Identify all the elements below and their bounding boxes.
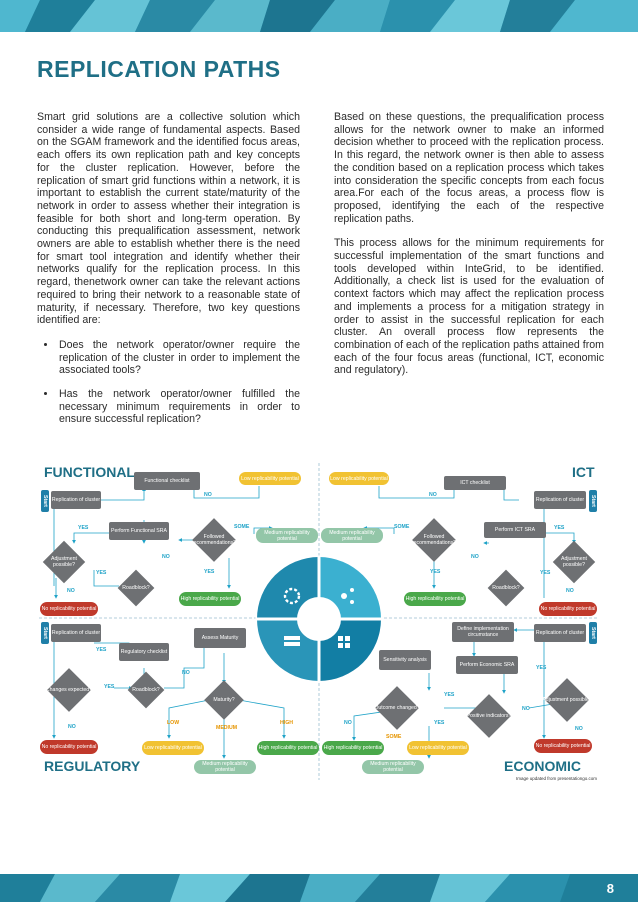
economic-positive-decision: Positive indicators? xyxy=(464,694,514,738)
regulatory-low-potential: Low replicability potential xyxy=(142,741,204,755)
connector-label: YES xyxy=(554,525,565,531)
functional-medium-potential: Medium replicability potential xyxy=(256,528,318,543)
right-column: Based on these questions, the prequalifi… xyxy=(334,111,604,389)
ict-replication-box: Replication of cluster xyxy=(534,491,586,509)
regulatory-medium-potential: Medium replicability potential xyxy=(194,760,256,774)
economic-no-potential: No replicability potential xyxy=(534,739,592,753)
economic-perform-box: Perform Economic SRA xyxy=(456,656,518,674)
ict-followed-decision: Followed recommendations? xyxy=(409,518,459,562)
functional-high-potential: High replicability potential xyxy=(179,592,241,606)
connector-label: YES xyxy=(536,665,547,671)
functional-low-potential: Low replicability potential xyxy=(239,472,301,485)
ict-low-potential: Low replicability potential xyxy=(329,472,389,485)
regulatory-start: Start xyxy=(41,622,49,644)
footer-band: 8 xyxy=(0,874,638,902)
diagram-canvas xyxy=(39,463,599,780)
regulatory-maturity-decision: Maturity? xyxy=(202,680,246,720)
functional-perform-box: Perform Functional SRA xyxy=(109,522,169,540)
functional-title: FUNCTIONAL xyxy=(44,464,135,480)
ict-adjustment-decision: Adjustment possible? xyxy=(552,540,596,584)
economic-define-box: Define implementation circumstance xyxy=(452,622,514,642)
functional-followed-decision: Followed recommendations? xyxy=(189,518,239,562)
connector-label: SOME xyxy=(386,734,402,740)
functional-replication-box: Replication of cluster xyxy=(51,491,101,509)
economic-start: Start xyxy=(589,622,597,644)
connector-label: NO xyxy=(67,588,75,594)
image-credit: Image updated from presentationgo.com xyxy=(516,776,598,781)
list-item: Does the network operator/owner require … xyxy=(57,339,300,377)
economic-low-potential: Low replicability potential xyxy=(407,741,469,755)
economic-high-potential: High replicability potential xyxy=(322,741,384,755)
connector-label: NO xyxy=(204,492,212,498)
header-band xyxy=(0,0,638,32)
regulatory-checklist-box: Regulatory checklist xyxy=(119,643,169,661)
connector-label: YES xyxy=(434,720,445,726)
connector-label: HIGH xyxy=(280,720,293,726)
connector-label: NO xyxy=(182,670,190,676)
functional-start: Start xyxy=(41,490,49,512)
regulatory-roadblock-decision: Roadblock? xyxy=(124,670,168,710)
regulatory-no-potential: No replicability potential xyxy=(40,740,98,754)
connector-label: NO xyxy=(522,706,530,712)
economic-medium-potential: Medium replicability potential xyxy=(362,760,424,774)
regulatory-changes-decision: Changes expected? xyxy=(44,668,94,712)
process-paragraph: This process allows for the minimum requ… xyxy=(334,237,604,377)
ict-title: ICT xyxy=(572,464,595,480)
connector-label: NO xyxy=(162,554,170,560)
ict-perform-box: Perform ICT SRA xyxy=(484,522,546,538)
page-number: 8 xyxy=(606,881,614,896)
regulatory-assess-box: Assess Maturity xyxy=(194,628,246,648)
regulatory-replication-box: Replication of cluster xyxy=(51,624,101,642)
economic-outcome-decision: Outcome changed? xyxy=(372,686,422,730)
functional-no-potential: No replicability potential xyxy=(40,602,98,616)
economic-replication-box: Replication of cluster xyxy=(534,624,586,642)
functional-checklist-box: Functional checklist xyxy=(134,472,200,490)
connector-label: NO xyxy=(471,554,479,560)
economic-adjustment-decision: Adjustment possible? xyxy=(542,678,592,722)
connector-label: YES xyxy=(540,570,551,576)
connector-label: YES xyxy=(96,570,107,576)
economic-title: ECONOMIC xyxy=(504,758,581,774)
left-column: Smart grid solutions are a collective so… xyxy=(37,111,300,437)
ict-high-potential: High replicability potential xyxy=(404,592,466,606)
economic-sensitivity-box: Sensitivity analysis xyxy=(379,650,431,670)
connector-label: LOW xyxy=(167,720,180,726)
regulatory-title: REGULATORY xyxy=(44,758,141,774)
list-item: Has the network operator/owner fulfilled… xyxy=(57,388,300,426)
connector-label: YES xyxy=(78,525,89,531)
connector-label: YES xyxy=(96,647,107,653)
ict-medium-potential: Medium replicability potential xyxy=(321,528,383,543)
functional-adjustment-decision: Adjustment possible? xyxy=(42,540,86,584)
connector-label: SOME xyxy=(394,524,410,530)
page-title: REPLICATION PATHS xyxy=(37,56,281,82)
connector-label: YES xyxy=(444,692,455,698)
ict-start: Start xyxy=(589,490,597,512)
replication-paths-diagram: FUNCTIONAL ICT REGULATORY ECONOMIC Start… xyxy=(34,458,604,788)
connector-label: SOME xyxy=(234,524,250,530)
functional-roadblock-decision: Roadblock? xyxy=(114,568,158,608)
ict-roadblock-decision: Roadblock? xyxy=(484,568,528,608)
connector-label: YES xyxy=(204,569,215,575)
ict-checklist-box: ICT checklist xyxy=(444,476,506,490)
connector-label: NO xyxy=(344,720,352,726)
regulatory-high-potential: High replicability potential xyxy=(257,741,319,755)
prequalification-paragraph: Based on these questions, the prequalifi… xyxy=(334,111,604,225)
connector-label: NO xyxy=(68,724,76,730)
intro-paragraph: Smart grid solutions are a collective so… xyxy=(37,111,300,327)
connector-label: NO xyxy=(566,588,574,594)
connector-label: YES xyxy=(104,684,115,690)
connector-label: NO xyxy=(429,492,437,498)
connector-label: MEDIUM xyxy=(216,725,238,731)
connector-label: NO xyxy=(575,726,583,732)
key-questions-list: Does the network operator/owner require … xyxy=(37,339,300,426)
connector-label: YES xyxy=(430,569,441,575)
ict-no-potential: No replicability potential xyxy=(539,602,597,616)
